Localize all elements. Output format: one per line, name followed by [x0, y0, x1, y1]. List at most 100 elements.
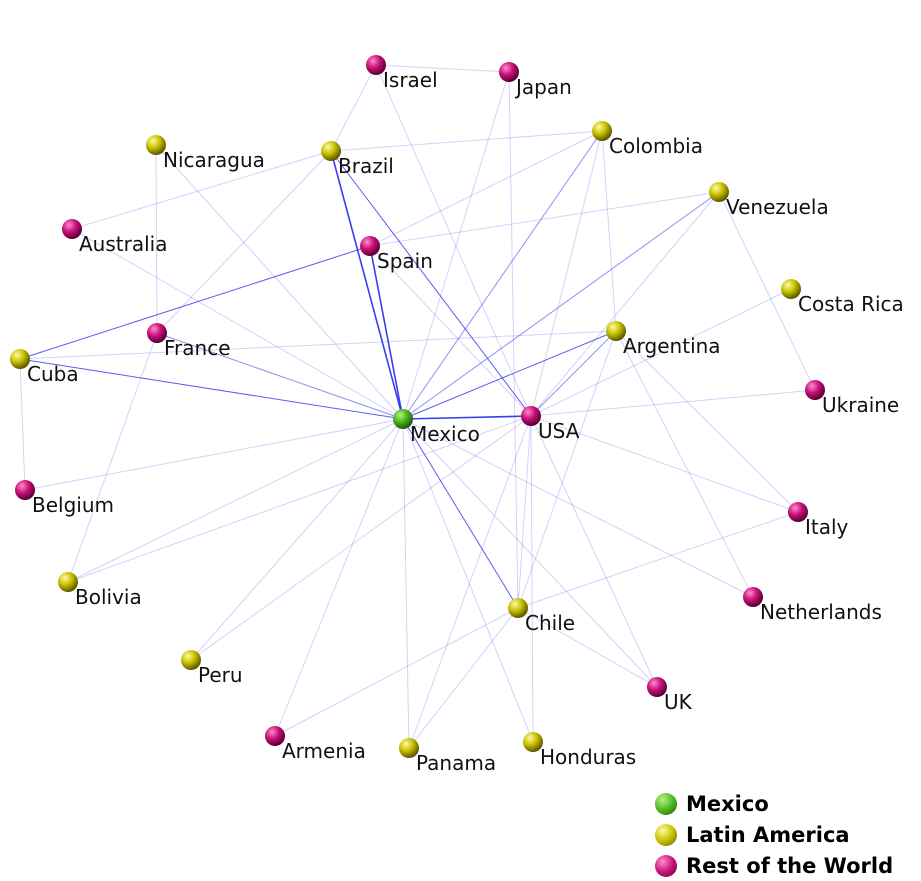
- node-japan[interactable]: Japan: [499, 62, 572, 99]
- node-label: Mexico: [410, 422, 480, 446]
- edge-brazil-colombia: [330, 130, 603, 152]
- node-sphere-icon[interactable]: [321, 141, 341, 161]
- node-sphere-icon[interactable]: [62, 219, 82, 239]
- node-sphere-icon[interactable]: [709, 182, 729, 202]
- node-sphere-icon[interactable]: [181, 650, 201, 670]
- node-ukraine[interactable]: Ukraine: [805, 380, 899, 417]
- edge-usa-italy: [530, 415, 799, 513]
- node-sphere-icon[interactable]: [805, 380, 825, 400]
- node-sphere-icon[interactable]: [360, 236, 380, 256]
- node-netherlands[interactable]: Netherlands: [743, 587, 882, 624]
- edge-cuba-argentina: [19, 330, 617, 360]
- node-label: Argentina: [623, 334, 721, 358]
- edge-usa-panama: [408, 415, 532, 749]
- edge-japan-chile: [508, 71, 519, 609]
- node-label: Japan: [514, 75, 572, 99]
- rest-of-world-dot-icon: [655, 854, 677, 877]
- edge-mexico-honduras: [402, 418, 534, 743]
- node-israel[interactable]: Israel: [366, 55, 438, 92]
- node-brazil[interactable]: Brazil: [321, 141, 394, 178]
- edge-mexico-bolivia: [67, 418, 404, 583]
- node-panama[interactable]: Panama: [399, 738, 496, 775]
- legend-label: Mexico: [686, 791, 769, 816]
- node-sphere-icon[interactable]: [592, 121, 612, 141]
- node-usa[interactable]: USA: [521, 406, 580, 443]
- edge-france-mexico: [156, 332, 404, 420]
- node-sphere-icon[interactable]: [508, 598, 528, 618]
- node-cuba[interactable]: Cuba: [10, 349, 79, 386]
- node-label: Netherlands: [760, 600, 882, 624]
- node-sphere-icon[interactable]: [743, 587, 763, 607]
- node-bolivia[interactable]: Bolivia: [58, 572, 142, 609]
- legend-label: Rest of the World: [686, 853, 894, 878]
- node-sphere-icon[interactable]: [58, 572, 78, 592]
- node-colombia[interactable]: Colombia: [592, 121, 703, 158]
- node-sphere-icon[interactable]: [15, 480, 35, 500]
- node-label: USA: [538, 419, 580, 443]
- node-sphere-icon[interactable]: [366, 55, 386, 75]
- node-armenia[interactable]: Armenia: [265, 726, 366, 763]
- node-label: Panama: [416, 751, 496, 775]
- node-honduras[interactable]: Honduras: [523, 732, 636, 769]
- node-label: Italy: [805, 515, 849, 539]
- edge-usa-peru: [190, 415, 532, 661]
- node-costarica[interactable]: Costa Rica: [781, 279, 904, 316]
- node-sphere-icon[interactable]: [523, 732, 543, 752]
- node-label: Bolivia: [75, 585, 142, 609]
- node-label: Colombia: [609, 134, 703, 158]
- edge-mexico-peru: [190, 418, 404, 661]
- node-sphere-icon[interactable]: [781, 279, 801, 299]
- node-argentina[interactable]: Argentina: [606, 321, 721, 358]
- node-chile[interactable]: Chile: [508, 598, 575, 635]
- node-sphere-icon[interactable]: [265, 726, 285, 746]
- latin-america-dot-icon: [655, 823, 677, 846]
- legend-item-mexico: Mexico: [655, 788, 893, 819]
- edge-usa-ukraine: [530, 389, 816, 417]
- node-spain[interactable]: Spain: [360, 236, 433, 273]
- node-france[interactable]: France: [147, 323, 231, 360]
- node-peru[interactable]: Peru: [181, 650, 243, 687]
- edge-chile-panama: [408, 607, 519, 749]
- node-sphere-icon[interactable]: [393, 409, 413, 429]
- edge-mexico-colombia: [402, 130, 603, 420]
- node-label: Honduras: [540, 745, 636, 769]
- legend-item-latin-america: Latin America: [655, 819, 893, 850]
- node-sphere-icon[interactable]: [10, 349, 30, 369]
- edge-usa-honduras: [530, 415, 534, 743]
- node-sphere-icon[interactable]: [521, 406, 541, 426]
- edge-israel-japan: [375, 64, 510, 73]
- node-label: Cuba: [27, 362, 79, 386]
- edge-chile-uk: [517, 607, 658, 688]
- edge-mexico-argentina: [402, 330, 617, 420]
- node-sphere-icon[interactable]: [499, 62, 519, 82]
- edge-israel-usa: [375, 64, 532, 417]
- node-sphere-icon[interactable]: [606, 321, 626, 341]
- edge-colombia-usa: [530, 130, 603, 417]
- node-australia[interactable]: Australia: [62, 219, 167, 256]
- edge-colombia-argentina: [601, 130, 617, 332]
- node-sphere-icon[interactable]: [647, 677, 667, 697]
- node-mexico[interactable]: Mexico: [393, 409, 480, 446]
- edge-brazil-mexico: [330, 150, 404, 420]
- node-uk[interactable]: UK: [647, 677, 693, 714]
- node-nicaragua[interactable]: Nicaragua: [146, 135, 265, 172]
- node-sphere-icon[interactable]: [788, 502, 808, 522]
- node-sphere-icon[interactable]: [147, 323, 167, 343]
- node-label: UK: [664, 690, 693, 714]
- edge-spain-cuba: [19, 245, 371, 360]
- node-venezuela[interactable]: Venezuela: [709, 182, 829, 219]
- edge-cuba-belgium: [19, 358, 26, 491]
- node-label: Spain: [377, 249, 433, 273]
- edge-bolivia-france: [67, 332, 158, 583]
- node-sphere-icon[interactable]: [146, 135, 166, 155]
- edge-mexico-netherlands: [402, 418, 754, 598]
- edge-mexico-uk: [402, 418, 658, 688]
- edge-mexico-panama: [402, 418, 410, 749]
- node-label: Belgium: [32, 493, 114, 517]
- node-italy[interactable]: Italy: [788, 502, 849, 539]
- edge-usa-uk: [530, 415, 658, 688]
- node-belgium[interactable]: Belgium: [15, 480, 114, 517]
- edge-mexico-venezuela: [402, 191, 720, 420]
- node-sphere-icon[interactable]: [399, 738, 419, 758]
